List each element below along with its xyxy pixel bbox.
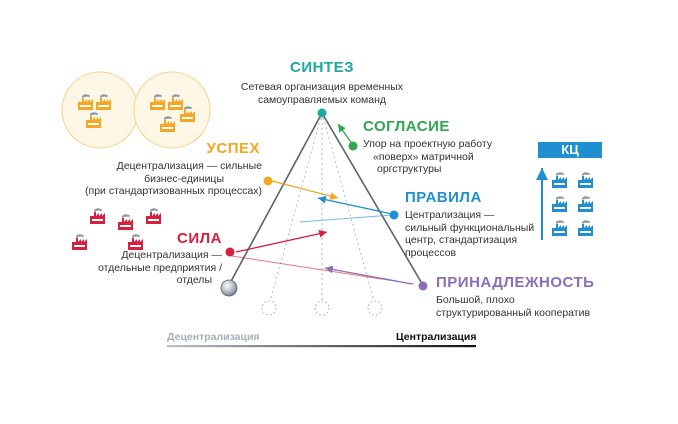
belonging-desc-line-2: структурированный кооператив — [436, 306, 591, 319]
success-title: УСПЕХ — [206, 140, 260, 157]
rules-desc-line-4: процессов — [405, 246, 457, 259]
axis-label-decentralization: Децентрализация — [167, 331, 260, 343]
success-factory-icons — [78, 94, 195, 132]
rules-desc: Централизация — сильный функциональный ц… — [405, 209, 545, 259]
power-title: СИЛА — [177, 230, 222, 247]
power-desc: Децентрализация — отдельные предприятия … — [80, 249, 222, 287]
factory-icon — [96, 94, 111, 110]
belonging-desc: Большой, плохо структурированный коопера… — [436, 294, 616, 319]
factory-icon — [552, 220, 567, 236]
kc-badge: КЦ — [538, 142, 602, 158]
agreement-desc-line-1: Упор на проектную работу — [363, 138, 493, 150]
factory-icon — [168, 94, 183, 110]
factory-icon — [150, 94, 165, 110]
factory-icon — [180, 106, 195, 122]
node-base-ball — [220, 279, 238, 297]
factory-icon — [118, 214, 133, 230]
arrow-power-to-rules — [235, 229, 328, 253]
rules-desc-line-1: Централизация — — [405, 209, 495, 221]
power-desc-line-2: отдельные предприятия / — [98, 261, 222, 274]
factory-icon — [578, 172, 593, 188]
node-synthesis — [317, 108, 327, 118]
agreement-desc: Упор на проектную работу «поверх» матрич… — [363, 138, 523, 176]
factory-icon — [128, 234, 143, 250]
factory-icon — [90, 208, 105, 224]
factory-icon — [552, 172, 567, 188]
success-desc-line-3: (при стандартизованных процессах) — [85, 185, 262, 197]
dotted-line-1 — [268, 112, 323, 306]
axis-label-centralization: Централизация — [396, 331, 477, 343]
arrow-success-to-rules — [271, 180, 339, 200]
triangle-edge-right — [321, 112, 425, 288]
factory-icon — [146, 208, 161, 224]
belonging-desc-line-1: Большой, плохо — [436, 294, 515, 306]
agreement-title: СОГЛАСИЕ — [363, 118, 450, 135]
agreement-desc-line-3: оргструктуры — [377, 163, 442, 175]
rules-desc-line-2: сильный функциональный — [405, 221, 535, 234]
node-belonging — [418, 281, 428, 291]
factory-icon — [86, 112, 101, 128]
factory-icon — [78, 94, 93, 110]
triangle-edge-left — [228, 112, 323, 286]
rules-title: ПРАВИЛА — [405, 189, 482, 206]
dotted-circle-3 — [367, 300, 383, 316]
power-factory-icons — [72, 208, 161, 250]
node-power — [225, 247, 235, 257]
success-desc-line-1: Децентрализация — сильные — [116, 160, 262, 172]
arrow-rules-to-success — [317, 195, 393, 215]
axis-bar — [167, 345, 476, 348]
kc-factory-icons — [552, 172, 593, 236]
factory-icon — [160, 116, 175, 132]
power-desc-line-1: Децентрализация — — [121, 249, 222, 261]
rules-desc-line-3: центр, стандартизация — [405, 234, 518, 246]
dotted-line-3 — [321, 112, 376, 306]
node-rules — [389, 210, 399, 220]
success-desc: Децентрализация — сильные бизнес-единицы… — [80, 160, 262, 198]
synthesis-desc-line-1: Сетевая организация временных — [240, 81, 404, 93]
factory-icon — [578, 196, 593, 212]
synthesis-desc-line-2: самоуправляемых команд — [257, 93, 387, 106]
node-agreement — [348, 141, 358, 151]
dotted-circle-2 — [314, 300, 330, 316]
agreement-desc-line-2: «поверх» матричной — [373, 150, 474, 163]
power-desc-line-3: отделы — [176, 274, 212, 286]
factory-icon — [72, 234, 87, 250]
belonging-title: ПРИНАДЛЕЖНОСТЬ — [436, 274, 595, 291]
arrow-belonging-to-power — [324, 265, 413, 285]
synthesis-title: СИНТЕЗ — [289, 59, 354, 76]
synthesis-desc: Сетевая организация временных самоуправл… — [222, 81, 422, 106]
arrow-rules-to-power — [299, 214, 393, 223]
arrow-agreement-link — [337, 123, 354, 146]
dotted-circle-1 — [261, 300, 277, 316]
success-desc-line-2: бизнес-единицы — [144, 172, 224, 185]
node-success — [263, 176, 273, 186]
factory-icon — [578, 220, 593, 236]
factory-icon — [552, 196, 567, 212]
